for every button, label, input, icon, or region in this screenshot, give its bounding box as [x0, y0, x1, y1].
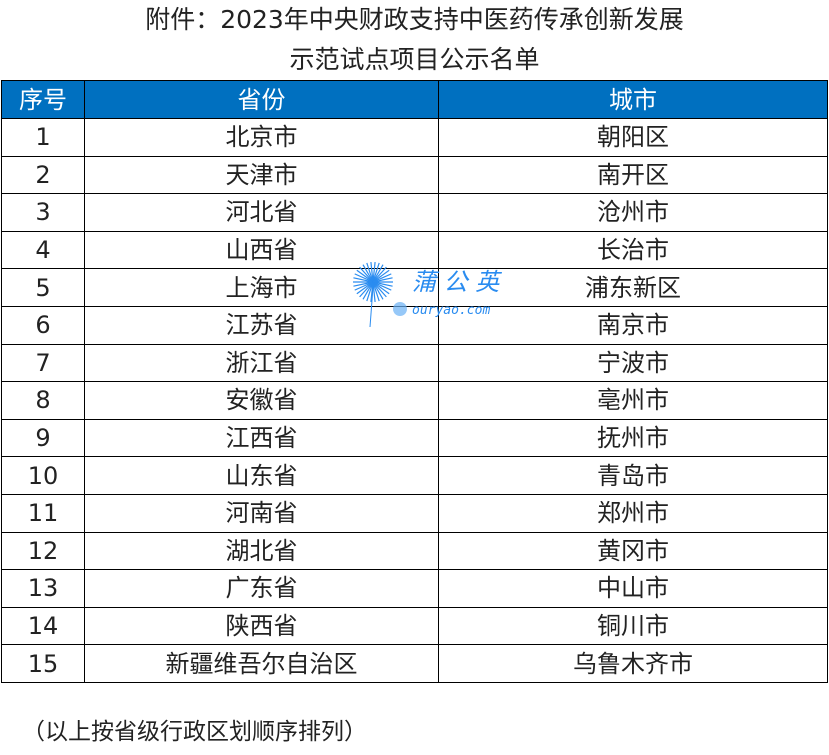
cell-city: 中山市	[438, 569, 828, 608]
cell-index: 1	[1, 118, 85, 157]
cell-city: 乌鲁木齐市	[438, 644, 828, 683]
title-line-1: 附件：2023年中央财政支持中医药传承创新发展	[145, 5, 684, 34]
cell-city: 宁波市	[438, 343, 828, 383]
cell-province: 新疆维吾尔自治区	[84, 644, 439, 683]
cell-city: 南京市	[438, 305, 828, 345]
cell-city: 浦东新区	[438, 268, 828, 307]
cell-province: 北京市	[84, 118, 439, 157]
table-header-row: 序号 省份 城市	[1, 80, 828, 119]
cell-city: 郑州市	[438, 493, 828, 533]
cell-city: 铜川市	[438, 606, 828, 646]
header-city: 城市	[438, 80, 828, 119]
cell-province: 天津市	[84, 155, 439, 195]
cell-city: 南开区	[438, 155, 828, 195]
footer-note: （以上按省级行政区划顺序排列）	[22, 719, 367, 745]
svg-text:ouryao.com: ouryao.com	[412, 303, 490, 318]
cell-province: 湖北省	[84, 531, 439, 571]
cell-index: 12	[1, 531, 85, 571]
cell-province: 江西省	[84, 418, 439, 458]
cell-index: 6	[1, 305, 85, 345]
header-province: 省份	[84, 80, 439, 119]
cell-city: 朝阳区	[438, 118, 828, 157]
cell-index: 13	[1, 569, 85, 608]
cell-city: 沧州市	[438, 193, 828, 232]
cell-index: 9	[1, 418, 85, 458]
cell-city: 青岛市	[438, 456, 828, 495]
cell-city: 亳州市	[438, 381, 828, 420]
watermark-logo: 蒲 公 英 ouryao.com	[353, 262, 502, 328]
header-index: 序号	[1, 80, 85, 119]
cell-province: 山西省	[84, 230, 439, 270]
cell-index: 5	[1, 268, 85, 307]
cell-province: 山东省	[84, 456, 439, 495]
cell-province: 安徽省	[84, 381, 439, 420]
cell-city: 长治市	[438, 230, 828, 270]
cell-province: 河北省	[84, 193, 439, 232]
cell-province: 陕西省	[84, 606, 439, 646]
cell-index: 8	[1, 381, 85, 420]
cell-index: 4	[1, 230, 85, 270]
cell-city: 黄冈市	[438, 531, 828, 571]
cell-province: 广东省	[84, 569, 439, 608]
title-line-2: 示范试点项目公示名单	[289, 45, 540, 74]
cell-index: 3	[1, 193, 85, 232]
cell-index: 15	[1, 644, 85, 683]
cell-province: 河南省	[84, 493, 439, 533]
cell-index: 2	[1, 155, 85, 195]
cell-city: 抚州市	[438, 418, 828, 458]
cell-index: 7	[1, 343, 85, 383]
cell-province: 浙江省	[84, 343, 439, 383]
cell-index: 14	[1, 606, 85, 646]
cell-index: 11	[1, 493, 85, 533]
cell-index: 10	[1, 456, 85, 495]
svg-text:蒲 公 英: 蒲 公 英	[412, 268, 502, 296]
